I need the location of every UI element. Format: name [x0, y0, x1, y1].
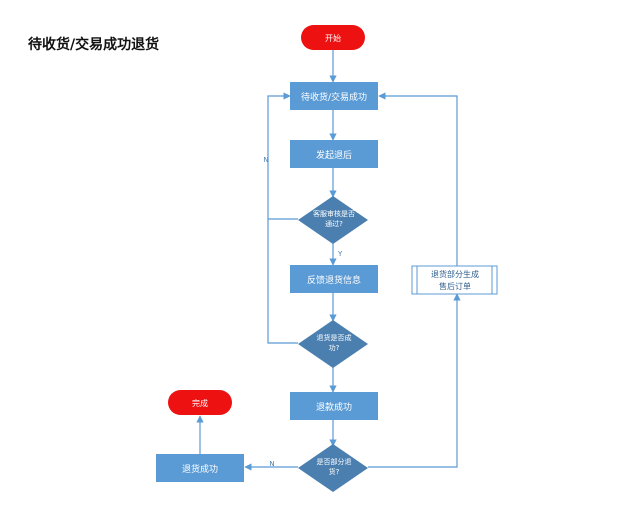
d2-label-line1: 退货是否成	[317, 333, 352, 342]
s2-label: 发起退后	[316, 149, 352, 161]
decision-partial-return: 是否部分退 货?	[298, 444, 368, 492]
s3-label: 反馈退货信息	[307, 274, 361, 286]
decision-return-success: 退货是否成 功?	[298, 320, 368, 368]
process-initiate-return: 发起退后	[290, 140, 378, 168]
edge-d1-no-loop	[267, 92, 298, 220]
end-node: 完成	[168, 390, 232, 415]
edge-d3-side	[368, 293, 461, 468]
decision-review-pass: 客服审核是否 通过?	[298, 196, 368, 244]
start-node: 开始	[301, 25, 365, 50]
process-create-aftersale-order: 退货部分生成 售后订单	[411, 265, 498, 295]
page-title: 待收货/交易成功退货	[28, 37, 160, 53]
d3-label-line2: 货?	[329, 467, 340, 476]
d1-label-line2: 通过?	[325, 219, 343, 228]
process-pending-receipt: 待收货/交易成功	[290, 82, 378, 110]
side-label-line2: 售后订单	[439, 281, 471, 291]
s1-label: 待收货/交易成功	[301, 91, 367, 103]
process-refund-success: 退款成功	[290, 392, 378, 420]
edge-label-n2: N	[269, 460, 274, 468]
d2-label-line2: 功?	[329, 343, 340, 352]
d3-label-line1: 是否部分退	[317, 457, 352, 466]
process-feedback-return-info: 反馈退货信息	[290, 265, 378, 293]
d1-label-line1: 客服审核是否	[313, 209, 355, 218]
side-label-line1: 退货部分生成	[431, 269, 479, 279]
s4-label: 退款成功	[316, 401, 352, 413]
edge-side-s1	[378, 92, 458, 266]
edge-label-y1: Y	[337, 250, 343, 258]
start-label: 开始	[325, 33, 341, 43]
end-label: 完成	[192, 398, 208, 408]
process-return-success: 退货成功	[156, 454, 244, 482]
s5-label: 退货成功	[182, 463, 218, 475]
edge-d2-no-loop	[267, 219, 298, 344]
edge-label-n1: N	[263, 156, 268, 164]
